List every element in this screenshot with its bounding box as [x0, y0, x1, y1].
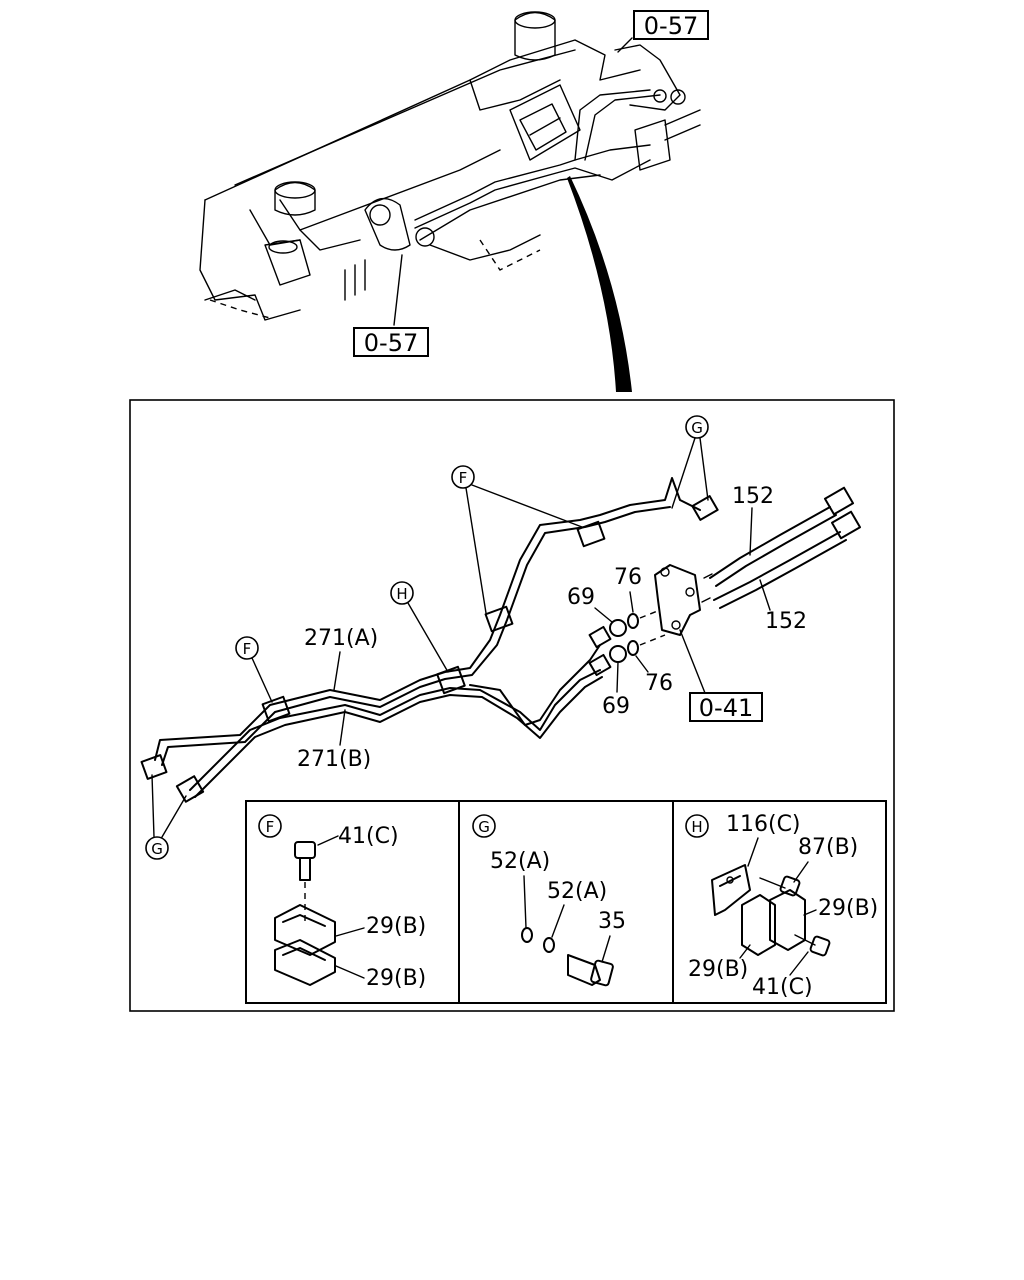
detail-f-clamp-lower-label: 29(B): [366, 966, 426, 991]
detail-g-washer-1-label: 52(A): [490, 849, 550, 874]
svg-text:F: F: [459, 469, 468, 487]
svg-text:G: G: [691, 419, 703, 437]
detail-g-marker: G: [478, 818, 490, 836]
engine-overview: [199, 11, 701, 326]
label-69-lower: 69: [602, 694, 630, 719]
detail-g: G 52(A) 52(A) 35: [472, 814, 626, 987]
ref-box-top-right: 0-57: [633, 10, 709, 40]
label-271a: 271(A): [304, 626, 378, 651]
marker-g-bottom: G: [145, 774, 187, 860]
detail-h: H 116(C) 87(B) 29(B) 29(B) 41(C): [685, 812, 878, 1000]
label-152-upper: 152: [732, 484, 774, 509]
label-76-upper: 76: [614, 565, 642, 590]
marker-f-left: F: [235, 636, 273, 703]
detail-h-bracket-label: 116(C): [726, 812, 801, 837]
label-271b: 271(B): [297, 747, 371, 772]
detail-h-clamp-left-label: 29(B): [688, 957, 748, 982]
ref-box-top-left: 0-57: [353, 327, 429, 357]
detail-f-bolt-label: 41(C): [338, 824, 399, 849]
detail-f: F 41(C) 29(B) 29(B): [258, 814, 426, 991]
detail-g-bolt-label: 35: [598, 909, 626, 934]
label-76-lower: 76: [645, 671, 673, 696]
detail-h-marker: H: [691, 818, 702, 836]
detail-g-washer-2-label: 52(A): [547, 879, 607, 904]
detail-h-bolt-top-label: 87(B): [798, 835, 858, 860]
zoom-arrow: [567, 176, 632, 392]
marker-h-main: H: [390, 581, 449, 673]
main-detail-frame: [129, 399, 895, 1012]
ref-label-bracket: 0-41: [699, 694, 753, 722]
ref-box-bracket: [689, 692, 763, 722]
detail-f-clamp-upper-label: 29(B): [366, 914, 426, 939]
detail-f-marker: F: [266, 818, 275, 836]
svg-text:H: H: [396, 585, 407, 603]
fuel-pipe-assembly: [140, 477, 862, 803]
main-callouts: 271(A) 271(B) 152 152 69 69 76 76 0-41: [297, 484, 807, 772]
label-69-upper: 69: [567, 585, 595, 610]
detail-h-bolt-bottom-label: 41(C): [752, 975, 813, 1000]
detail-panel: [245, 800, 887, 1004]
label-152-lower: 152: [765, 609, 807, 634]
ref-label-top-right: 0-57: [644, 12, 698, 40]
marker-f-top: F: [451, 465, 583, 614]
ref-label-top-left: 0-57: [364, 329, 418, 357]
detail-h-clamp-right-label: 29(B): [818, 896, 878, 921]
svg-text:G: G: [151, 840, 163, 858]
marker-g-top: G: [671, 415, 709, 509]
svg-text:F: F: [243, 640, 252, 658]
